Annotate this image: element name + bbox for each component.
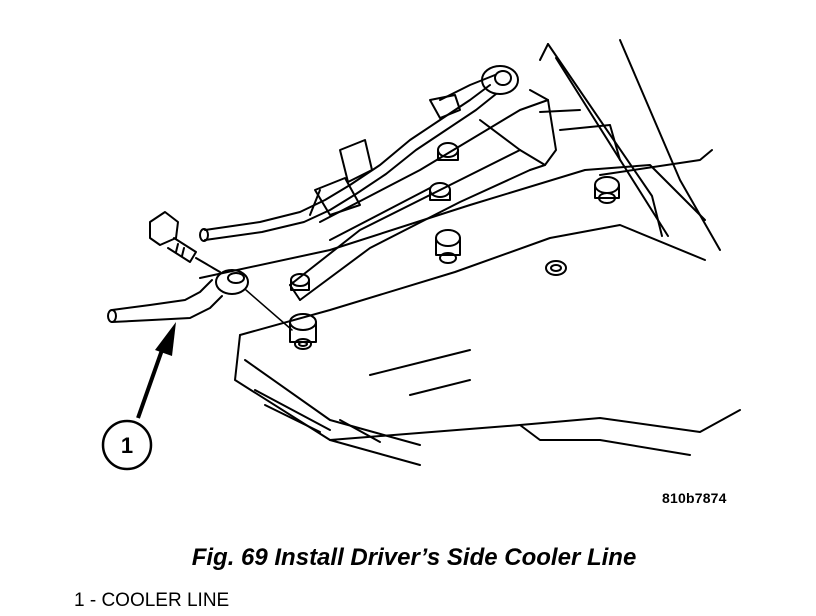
housing-bolt [290,273,310,291]
shift-cable [199,65,519,242]
cooler-line-port [289,313,317,350]
legend-item: 1 - COOLER LINE [74,590,230,611]
shift-linkage [289,74,557,301]
housing-bolt [429,182,451,201]
callout-number: 1 [121,433,133,458]
frame-rail [539,39,721,251]
cooler-line [107,269,249,323]
callout-marker: 1 [101,419,153,471]
figure-caption: Fig. 69 Install Driver’s Side Cooler Lin… [191,544,637,571]
housing-bolt [435,229,461,264]
housing-bolt [437,142,459,161]
transmission-pan [199,109,741,466]
housing-bolt [594,176,620,204]
alignment-line [195,257,293,331]
callout-arrow [136,322,176,419]
housing-bolt [545,260,567,276]
cooler-line-illustration: 1 [101,39,741,471]
banjo-bolt [149,211,197,263]
figure-part-code: 810b7874 [662,490,727,506]
